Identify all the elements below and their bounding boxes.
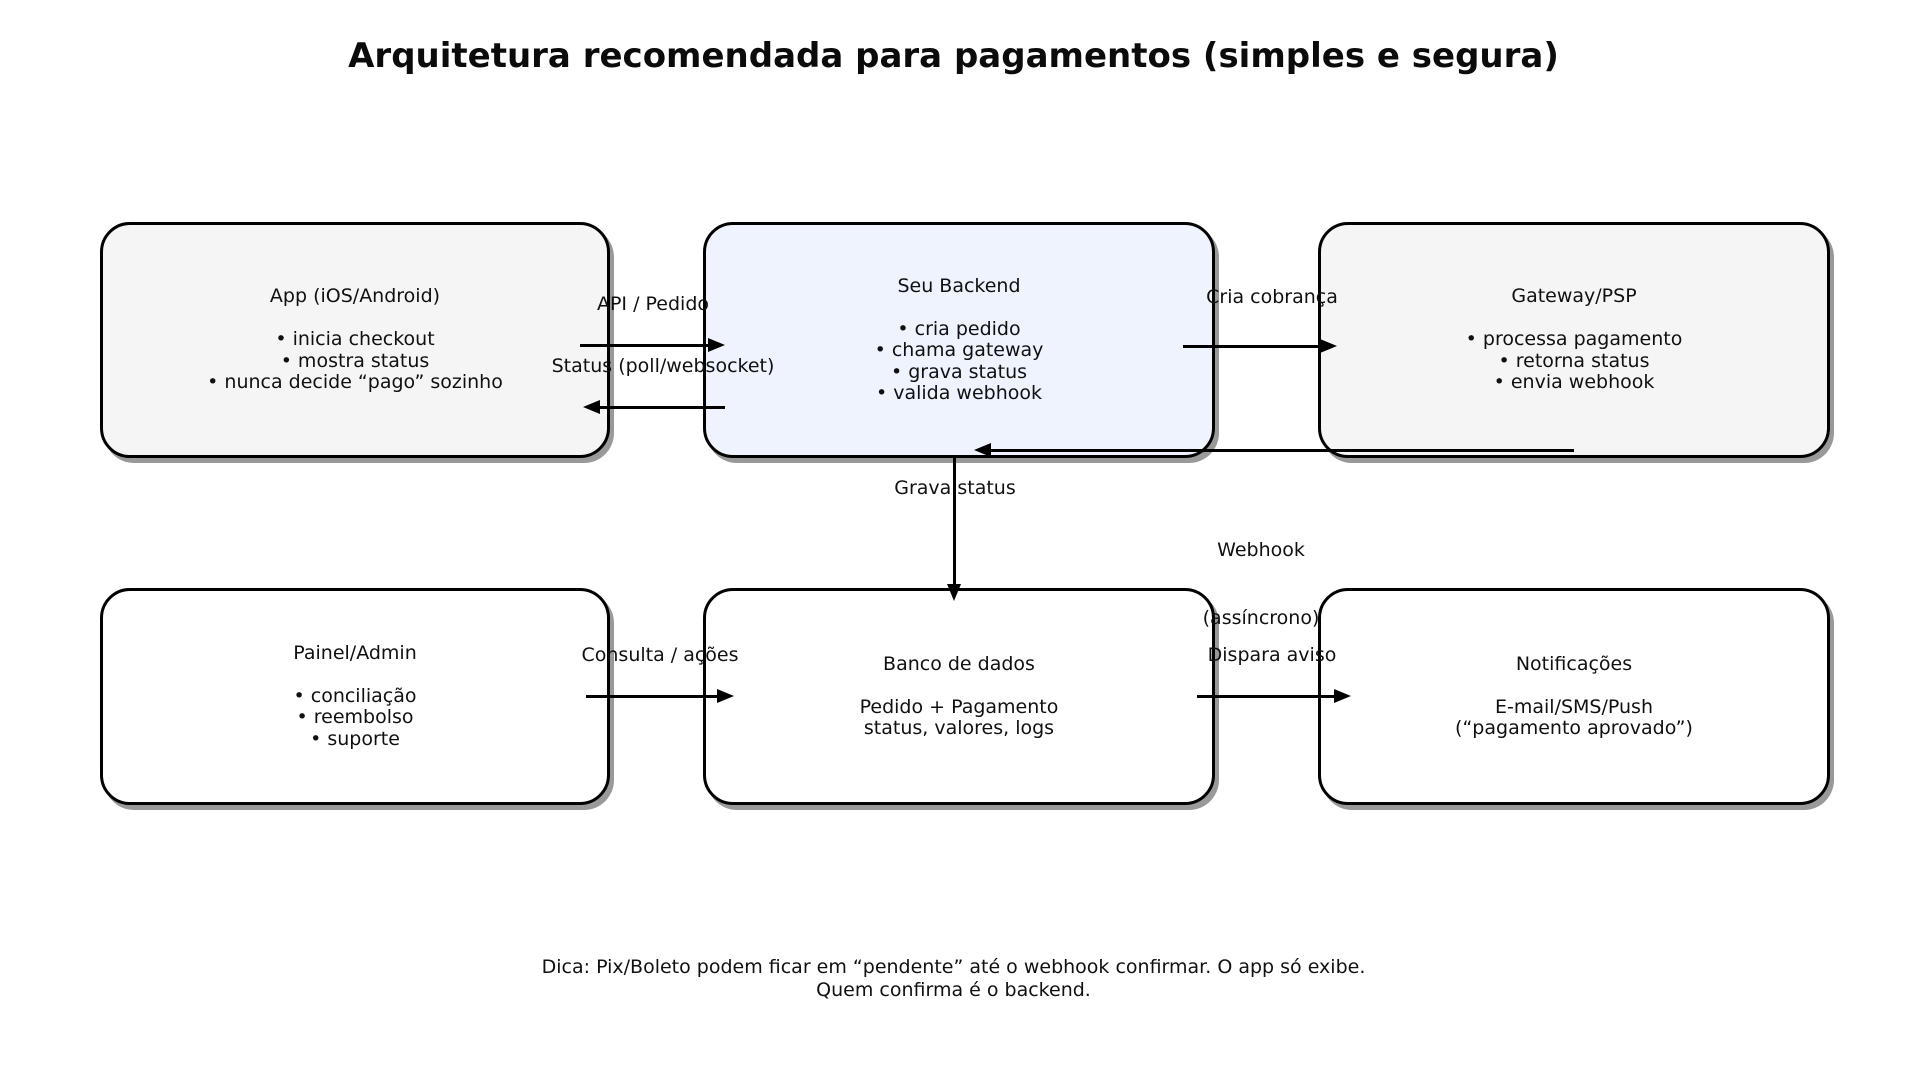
webhook-label-line1: Webhook [1217, 539, 1305, 561]
app-box: App (iOS/Android) • inicia checkout • mo… [100, 222, 610, 458]
notifications-box-title: Notificações [1515, 652, 1633, 675]
api-pedido-connector-line [580, 343, 709, 347]
arrow-right-icon [1320, 339, 1337, 353]
database-line-1: Pedido + Pagamento [859, 695, 1059, 718]
status-poll-label: Status (poll/websocket) [551, 355, 775, 377]
grava-status-connector-line [952, 458, 956, 588]
cria-cobranca-connector-line [1183, 344, 1321, 348]
consulta-acoes-label: Consulta / ações [581, 644, 739, 666]
footer-note-line2: Quem confirma é o backend. [816, 979, 1091, 1001]
grava-status-label: Grava status [894, 477, 1016, 499]
painel-admin-box: Painel/Admin • conciliação • reembolso •… [100, 588, 610, 805]
webhook-label-line2: (assíncrono) [1202, 606, 1320, 629]
backend-bullet-1: • cria pedido [897, 317, 1021, 340]
painel-bullet-1: • conciliação [293, 684, 417, 707]
gateway-box: Gateway/PSP • processa pagamento • retor… [1318, 222, 1830, 458]
dispara-aviso-label: Dispara aviso [1207, 644, 1337, 666]
gateway-box-title: Gateway/PSP [1511, 285, 1637, 308]
dispara-aviso-connector-line [1197, 694, 1335, 698]
notifications-line-1: E-mail/SMS/Push [1495, 695, 1653, 718]
gateway-bullet-1: • processa pagamento [1465, 328, 1683, 351]
diagram-title: Arquitetura recomendada para pagamentos … [348, 36, 1559, 76]
arrow-down-icon [947, 584, 961, 601]
database-line-2: status, valores, logs [863, 717, 1055, 739]
painel-bullet-3: • suporte [310, 727, 400, 750]
backend-bullet-3: • grava status [890, 360, 1028, 383]
cria-cobranca-label: Cria cobrança [1206, 286, 1338, 308]
status-poll-connector-line [599, 405, 725, 409]
backend-bullet-4: • valida webhook [875, 382, 1043, 404]
arrow-left-icon [583, 400, 600, 414]
backend-bullet-2: • chama gateway [874, 339, 1044, 361]
arrow-right-icon [717, 689, 734, 703]
consulta-acoes-connector-line [586, 694, 718, 698]
arrow-left-icon [974, 443, 991, 457]
arrow-right-icon [1334, 689, 1351, 703]
webhook-connector-line [990, 448, 1574, 452]
app-bullet-1: • inicia checkout [275, 328, 435, 351]
gateway-bullet-2: • retorna status [1498, 349, 1650, 372]
notifications-line-2: (“pagamento aprovado”) [1455, 717, 1693, 739]
notifications-box: Notificações E-mail/SMS/Push (“pagamento… [1318, 588, 1830, 805]
backend-box: Seu Backend • cria pedido • chama gatewa… [703, 222, 1215, 458]
footer-note: Dica: Pix/Boleto podem ficar em “pendent… [0, 956, 1907, 1002]
database-box: Banco de dados Pedido + Pagamento status… [703, 588, 1215, 805]
webhook-label: Webhook (assíncrono) [1203, 494, 1320, 674]
app-bullet-3: • nunca decide “pago” sozinho [207, 371, 503, 394]
footer-note-line1: Dica: Pix/Boleto podem ficar em “pendent… [541, 956, 1366, 978]
app-bullet-2: • mostra status [280, 349, 430, 372]
painel-box-title: Painel/Admin [293, 641, 417, 664]
database-box-title: Banco de dados [883, 652, 1035, 675]
arrow-right-icon [708, 338, 725, 352]
api-pedido-label: API / Pedido [596, 293, 710, 315]
gateway-bullet-3: • envia webhook [1493, 371, 1655, 394]
backend-box-title: Seu Backend [897, 274, 1021, 297]
painel-bullet-2: • reembolso [296, 706, 414, 729]
app-box-title: App (iOS/Android) [269, 285, 441, 308]
